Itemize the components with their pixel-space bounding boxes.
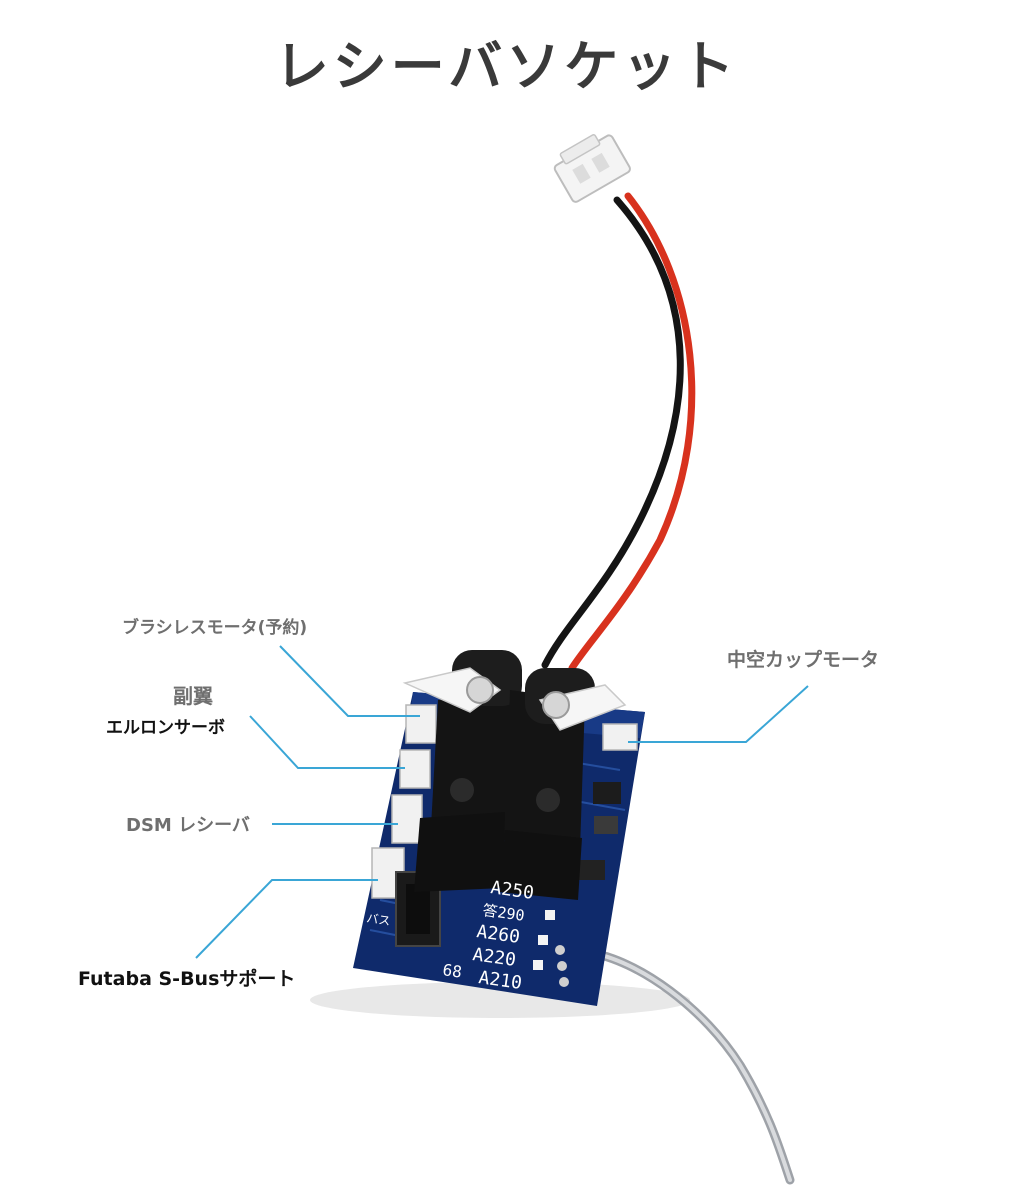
led-block bbox=[575, 860, 605, 880]
black-wire bbox=[541, 196, 684, 669]
print-68: 68 bbox=[441, 960, 463, 981]
label-futaba-sbus: Futaba S-Busサポート bbox=[78, 968, 296, 990]
left-servo bbox=[402, 650, 522, 892]
label-dsm-receiver: DSM レシーバ bbox=[126, 815, 250, 836]
label-brushless-motor: ブラシレスモータ(予約) bbox=[122, 618, 308, 638]
right-servo bbox=[500, 668, 627, 900]
dsm-socket bbox=[391, 794, 423, 844]
print-a290: 答290 bbox=[481, 901, 525, 925]
label-sub-wing: 副翼 bbox=[173, 684, 213, 708]
print-bus: バス bbox=[366, 911, 392, 928]
antenna-highlight bbox=[585, 950, 792, 1182]
leader-lines bbox=[195, 645, 809, 959]
label-coreless-motor: 中空カップモータ bbox=[727, 649, 880, 671]
brushless-socket bbox=[405, 704, 437, 744]
chip-a bbox=[593, 782, 621, 804]
chip-b bbox=[594, 816, 618, 834]
leader-aileron bbox=[249, 715, 405, 769]
leader-brushless bbox=[279, 645, 420, 717]
red-wire bbox=[568, 192, 696, 672]
leader-futaba bbox=[195, 879, 378, 959]
jst-plug bbox=[553, 134, 631, 203]
coreless-motor-socket bbox=[602, 723, 638, 751]
label-aileron-servo: エルロンサーボ bbox=[106, 718, 225, 738]
page-title: レシーバソケット bbox=[274, 35, 739, 98]
leader-coreless bbox=[628, 685, 809, 743]
sbus-header-slot bbox=[406, 884, 430, 934]
